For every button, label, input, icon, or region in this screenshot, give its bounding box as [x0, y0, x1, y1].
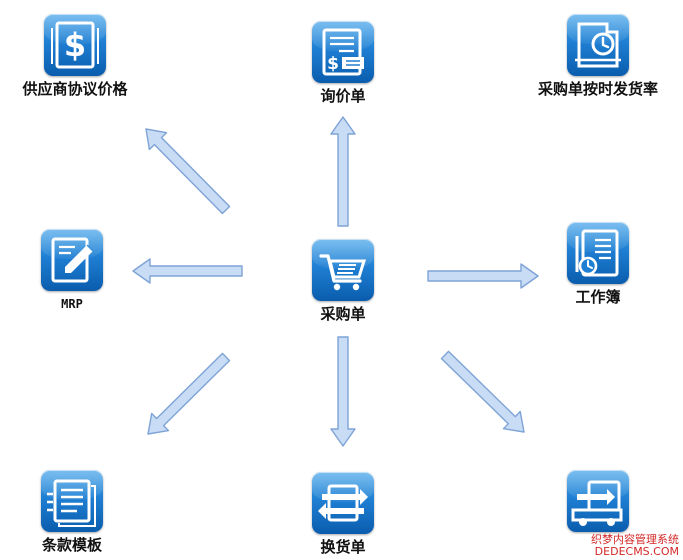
node-supplier-agreement-price[interactable]: $ 供应商协议价格: [5, 14, 145, 98]
clock-document-icon: [567, 14, 629, 76]
edit-pencil-icon: [41, 229, 103, 291]
svg-text:$: $: [327, 54, 339, 74]
arrow-to-mrp: [132, 258, 243, 284]
node-exchange-order[interactable]: 换货单: [305, 472, 381, 556]
exchange-arrows-icon: [312, 472, 374, 534]
watermark-line2: DEDECMS.COM: [594, 545, 679, 558]
watermark: 织梦内容管理系统 DEDECMS.COM: [591, 534, 679, 558]
arrow-to-workbook: [427, 263, 539, 289]
arrow-to-price-inquiry: [330, 116, 356, 227]
node-mrp[interactable]: MRP: [38, 229, 106, 313]
node-on-time-delivery-rate[interactable]: 采购单按时发货率: [523, 14, 673, 98]
node-label: 采购单按时发货率: [537, 80, 658, 98]
svg-text:$: $: [64, 26, 86, 64]
arrow-to-delivery: [440, 350, 525, 433]
delivery-truck-icon: [567, 470, 629, 532]
node-label: 换货单: [320, 538, 366, 556]
node-clause-template[interactable]: 条款模板: [32, 470, 112, 554]
dollar-document-icon: $: [44, 14, 106, 76]
arrow-to-clause-template: [147, 352, 231, 435]
watermark-line1: 织梦内容管理系统: [591, 533, 679, 546]
node-workbook[interactable]: 工作簿: [564, 222, 632, 306]
node-label: 采购单: [320, 305, 366, 323]
node-label: 询价单: [320, 87, 366, 105]
node-label: 工作簿: [575, 288, 621, 306]
node-label: 条款模板: [41, 536, 102, 554]
template-document-icon: [41, 470, 103, 532]
node-price-inquiry[interactable]: $ 询价单: [301, 21, 385, 105]
shopping-cart-icon: [312, 239, 374, 301]
node-label: 供应商协议价格: [22, 80, 128, 98]
arrow-to-exchange-order: [330, 336, 356, 447]
arrow-to-supplier-price: [145, 128, 231, 215]
node-label: MRP: [61, 297, 83, 311]
price-inquiry-icon: $: [312, 21, 374, 83]
node-delivery[interactable]: [564, 470, 632, 536]
node-purchase-order[interactable]: 采购单: [309, 239, 377, 323]
workbook-clock-icon: [567, 222, 629, 284]
